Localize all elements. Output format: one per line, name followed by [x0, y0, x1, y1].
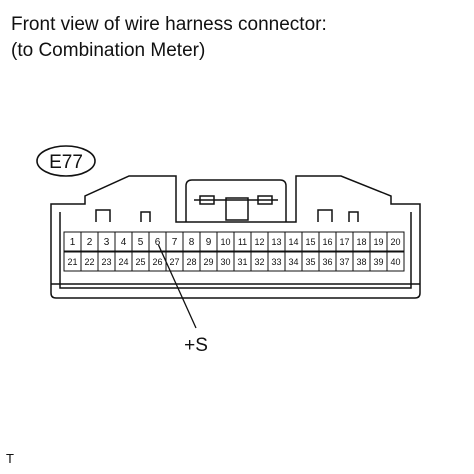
key-notch-3 — [317, 209, 333, 222]
connector-code-ellipse — [36, 145, 96, 177]
terminal-number-31: 31 — [237, 257, 247, 267]
title-line-2: (to Combination Meter) — [11, 40, 206, 61]
terminal-number-19: 19 — [373, 237, 383, 247]
terminal-number-23: 23 — [101, 257, 111, 267]
title-text: Front view of wire harness connector: (t… — [11, 12, 327, 64]
connector-code-badge: E77 — [36, 145, 96, 177]
terminal-number-21: 21 — [67, 257, 77, 267]
terminal-number-29: 29 — [203, 257, 213, 267]
terminal-number-7: 7 — [172, 237, 178, 248]
terminal-cavity-40 — [386, 251, 405, 272]
connector-housing — [50, 175, 421, 299]
housing-inner-outline — [59, 212, 412, 289]
terminal-number-4: 4 — [121, 237, 127, 248]
terminal-number-24: 24 — [118, 257, 128, 267]
terminal-number-34: 34 — [288, 257, 298, 267]
terminal-number-39: 39 — [373, 257, 383, 267]
terminal-number-10: 10 — [220, 237, 230, 247]
latch-outer — [185, 179, 287, 222]
terminal-number-11: 11 — [238, 237, 247, 247]
latch-slot-left — [199, 195, 215, 205]
terminal-number-5: 5 — [138, 237, 144, 248]
terminal-number-14: 14 — [288, 237, 298, 247]
title-line-1: Front view of wire harness connector: — [11, 14, 327, 35]
terminal-number-30: 30 — [220, 257, 230, 267]
terminal-number-16: 16 — [322, 237, 332, 247]
terminal-number-1: 1 — [70, 237, 76, 248]
terminal-number-18: 18 — [356, 237, 366, 247]
terminal-number-3: 3 — [104, 237, 110, 248]
terminal-number-15: 15 — [305, 237, 315, 247]
terminal-callout: +S — [157, 244, 208, 356]
connector-code-text: E77 — [49, 152, 83, 173]
terminal-number-37: 37 — [339, 257, 349, 267]
terminal-number-22: 22 — [84, 257, 94, 267]
terminal-number-27: 27 — [169, 257, 179, 267]
terminal-number-2: 2 — [87, 237, 93, 248]
terminal-number-6: 6 — [155, 237, 161, 248]
terminal-number-25: 25 — [135, 257, 145, 267]
terminal-number-40: 40 — [390, 257, 400, 267]
corner-mark: T — [6, 451, 14, 466]
terminal-number-38: 38 — [356, 257, 366, 267]
terminal-number-8: 8 — [189, 237, 195, 248]
terminal-cavity-20 — [386, 231, 405, 252]
key-notch-1 — [95, 209, 111, 222]
terminal-number-28: 28 — [186, 257, 196, 267]
terminal-number-12: 12 — [254, 237, 264, 247]
terminal-number-17: 17 — [339, 237, 349, 247]
terminal-number-13: 13 — [271, 237, 281, 247]
key-notch-4 — [348, 211, 359, 222]
terminal-number-33: 33 — [271, 257, 281, 267]
key-notch-2 — [140, 211, 151, 222]
terminal-number-26: 26 — [152, 257, 162, 267]
callout-leader-line — [157, 244, 197, 329]
terminal-number-20: 20 — [390, 237, 400, 247]
terminal-number-9: 9 — [206, 237, 212, 248]
housing-outer-outline — [50, 175, 421, 299]
latch-slot-right — [257, 195, 273, 205]
terminal-number-36: 36 — [322, 257, 332, 267]
terminal-number-32: 32 — [254, 257, 264, 267]
callout-label: +S — [184, 335, 208, 356]
terminal-number-35: 35 — [305, 257, 315, 267]
latch-slot-center — [225, 197, 249, 221]
